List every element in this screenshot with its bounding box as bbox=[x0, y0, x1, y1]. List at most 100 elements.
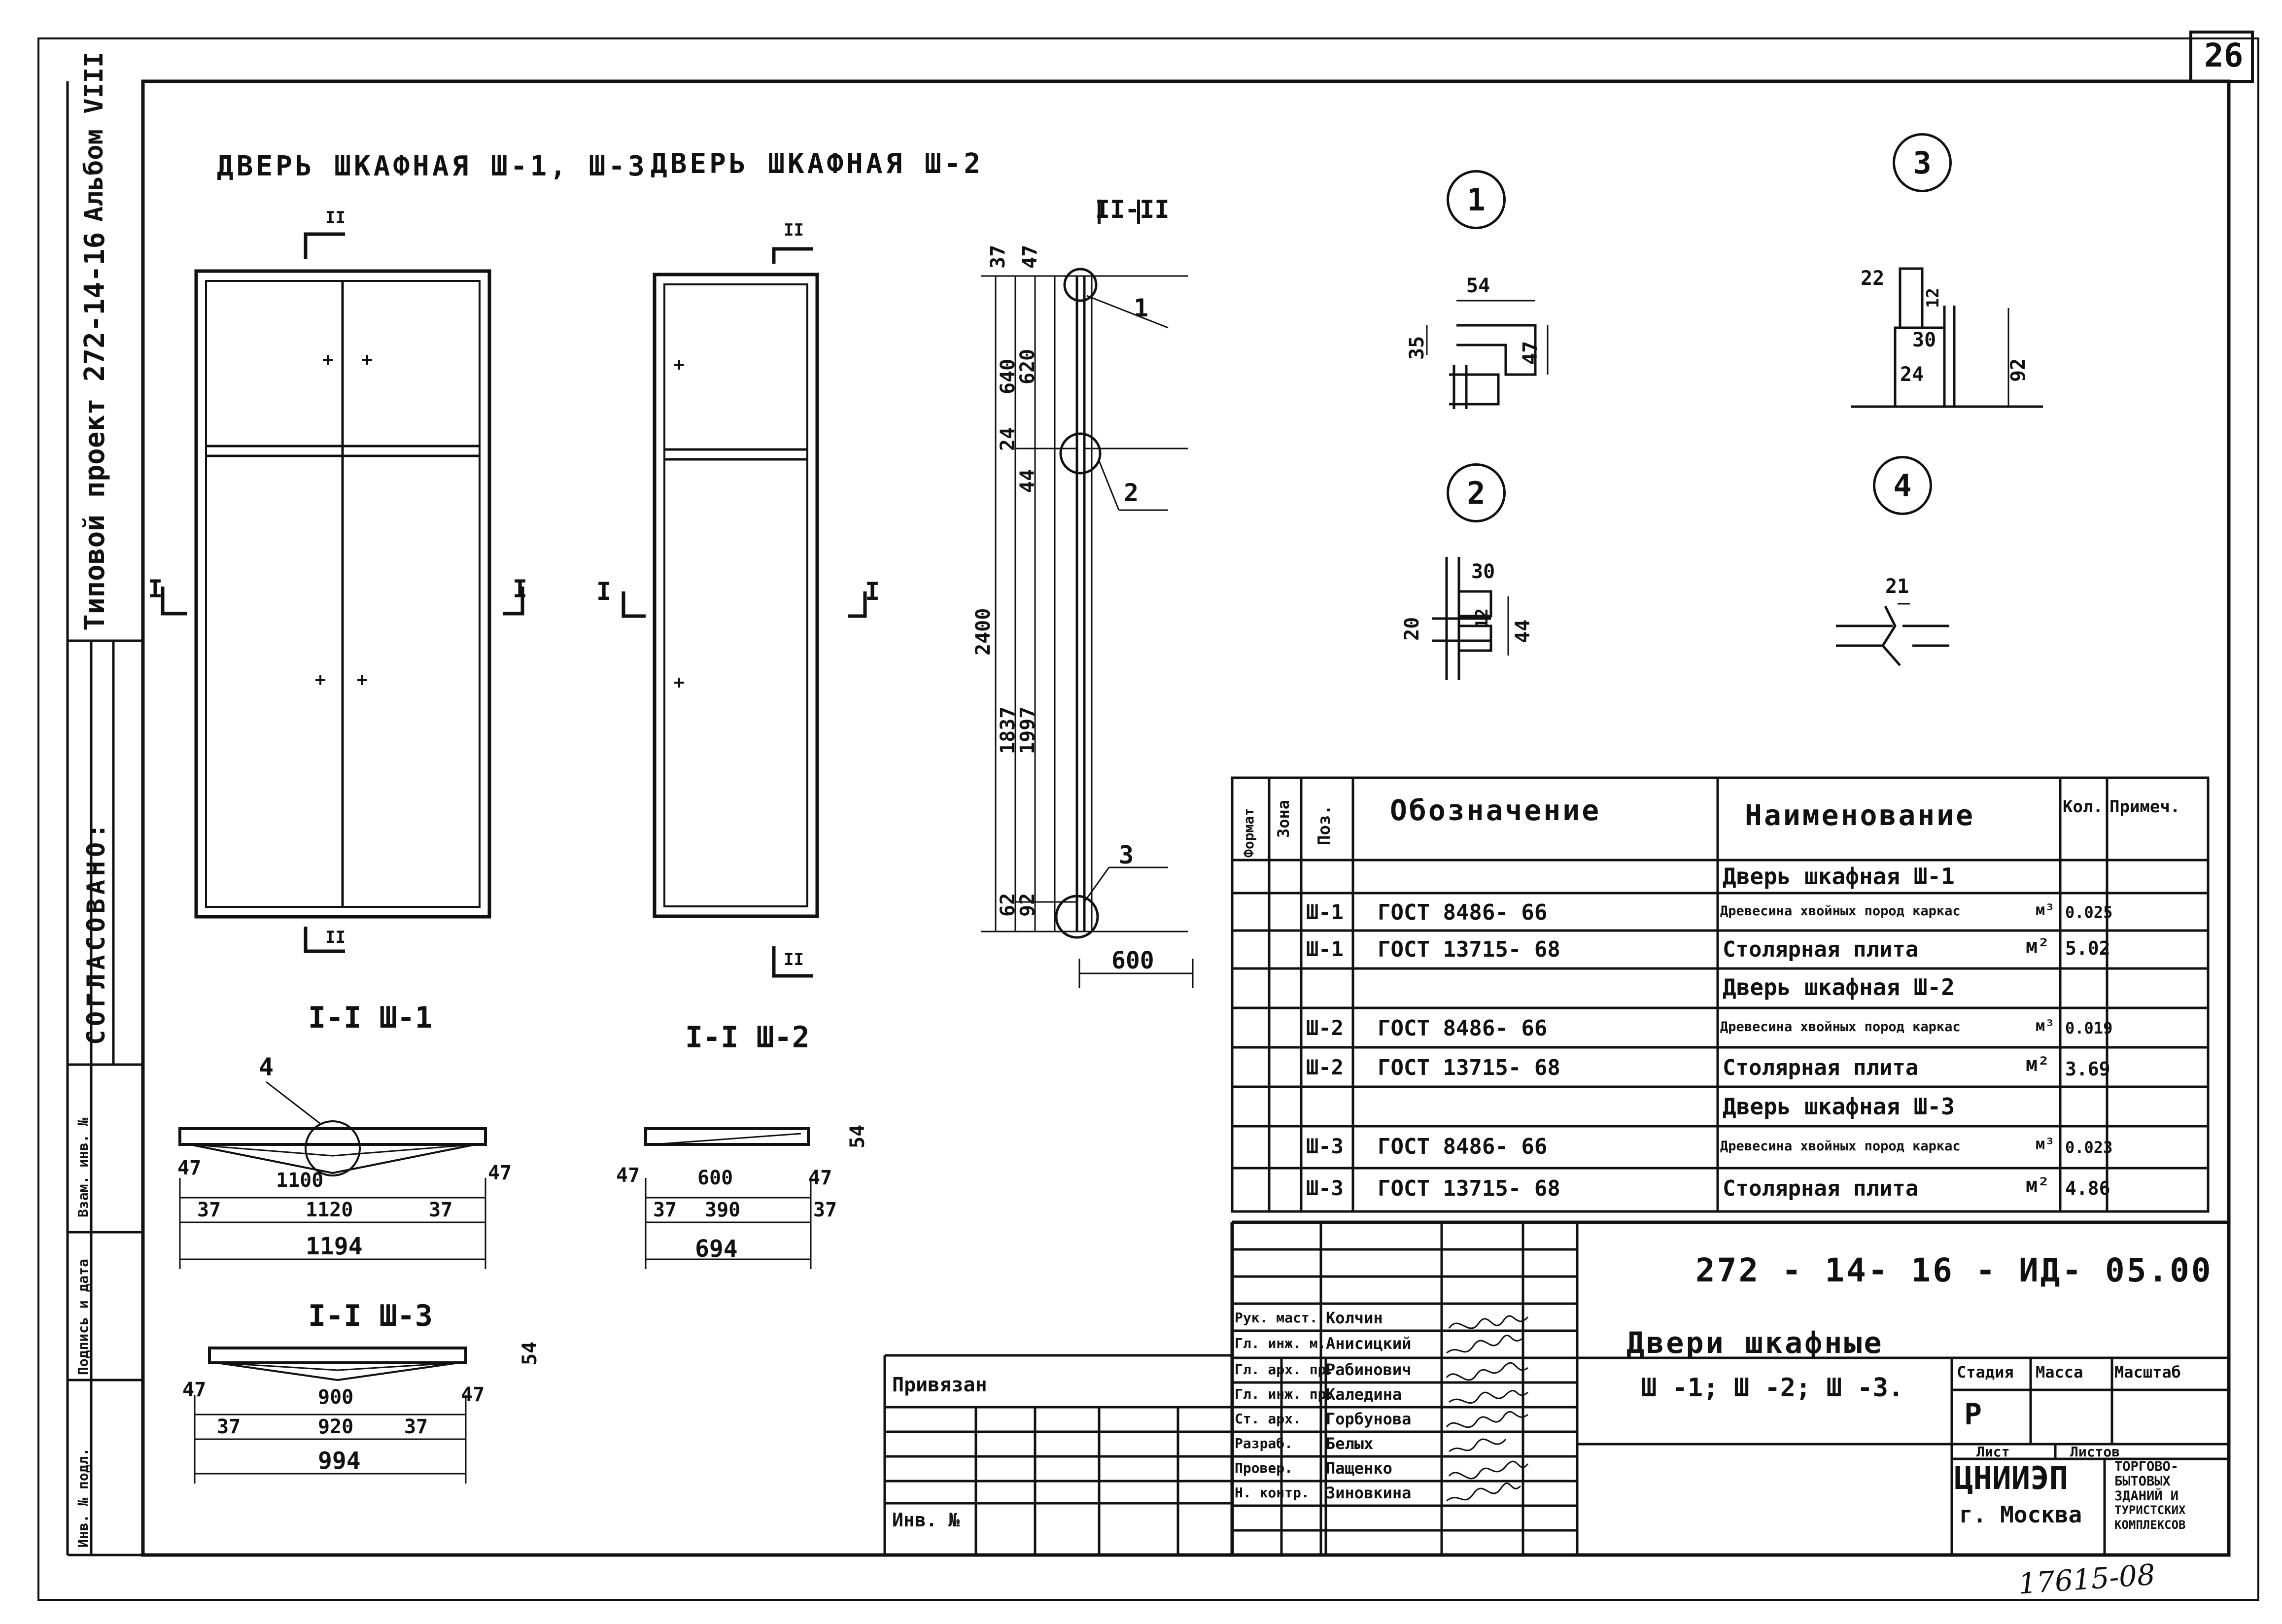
sheets-label: Листов bbox=[2070, 1444, 2120, 1460]
scale-label: Масштаб bbox=[2114, 1363, 2181, 1382]
dim-elev-37: 37 bbox=[987, 244, 1009, 269]
dim-s2-37b: 37 bbox=[813, 1199, 837, 1221]
row7-name: Древесина хвойных пород каркас bbox=[1720, 1139, 1961, 1154]
row5-unit: м² bbox=[2026, 1053, 2050, 1076]
doc-code: 272 - 14- 16 - ИД- 05.00 bbox=[1695, 1251, 2213, 1289]
dim-s1-47b: 47 bbox=[488, 1162, 512, 1184]
row2-designation: ГОСТ 13715- 68 bbox=[1378, 937, 1560, 962]
row5-qty: 3.69 bbox=[2065, 1058, 2110, 1080]
role-4: Ст. арх. bbox=[1235, 1411, 1301, 1427]
role-4-name: Горбунова bbox=[1326, 1410, 1412, 1428]
dim-elev-620: 620 bbox=[1016, 348, 1039, 384]
dim-s3-47a: 47 bbox=[182, 1379, 207, 1401]
mark-II-top-1: II bbox=[325, 208, 346, 228]
callout-1: 1 bbox=[1134, 294, 1149, 322]
row4-unit: м³ bbox=[2036, 1016, 2055, 1035]
org-name: ЦНИИЭП bbox=[1954, 1460, 2069, 1497]
row7-pos: Ш-3 bbox=[1306, 1134, 1344, 1158]
dim-s1-1194: 1194 bbox=[306, 1233, 363, 1260]
th-zone: Зона bbox=[1274, 799, 1293, 838]
mark-I-right-1: I bbox=[513, 575, 528, 603]
dim-s1-37b: 37 bbox=[429, 1199, 453, 1221]
detail-2-marker: 2 bbox=[1447, 463, 1506, 522]
dim-d2-12: 12 bbox=[1472, 608, 1492, 628]
role-0-name: Колчин bbox=[1326, 1309, 1383, 1327]
dim-elev-47: 47 bbox=[1019, 244, 1041, 269]
role-5: Разраб. bbox=[1235, 1435, 1293, 1451]
row8-pos: Ш-3 bbox=[1306, 1176, 1344, 1200]
row8-unit: м² bbox=[2026, 1174, 2050, 1197]
dim-s3-920: 920 bbox=[318, 1416, 354, 1438]
row4-pos: Ш-2 bbox=[1306, 1016, 1344, 1040]
doc-title-line1: Двери шкафные bbox=[1626, 1326, 1884, 1360]
handwritten-ref: 17615-08 bbox=[2017, 1557, 2156, 1601]
mark-I-right-2: I bbox=[865, 577, 880, 606]
role-3: Гл. инж. пр. bbox=[1235, 1386, 1335, 1402]
row8-qty: 4.86 bbox=[2065, 1177, 2110, 1199]
row1-qty: 0.025 bbox=[2065, 903, 2113, 922]
stamp-inv-podl: Инв. № подл. bbox=[75, 1448, 91, 1548]
role-1: Гл. инж. м. bbox=[1235, 1335, 1326, 1351]
dim-s3-37b: 37 bbox=[404, 1416, 428, 1438]
dim-s2-600: 600 bbox=[697, 1167, 733, 1189]
signatures bbox=[1446, 1315, 1529, 1502]
org-dept-3: ТУРИСТСКИХ bbox=[2114, 1503, 2186, 1517]
mark-I-left-1: I bbox=[148, 575, 163, 603]
stage-value: Р bbox=[1964, 1397, 1982, 1432]
dim-elev-width-600: 600 bbox=[1111, 947, 1154, 974]
dim-d4-21: 21 bbox=[1885, 575, 1909, 598]
org-dept-1: БЫТОВЫХ bbox=[2114, 1474, 2171, 1489]
org-city: г. Москва bbox=[1959, 1501, 2082, 1528]
inv-no-label: Инв. № bbox=[892, 1509, 960, 1531]
detail-2-drawing bbox=[1432, 557, 1509, 680]
row5-pos: Ш-2 bbox=[1306, 1055, 1344, 1079]
callout-3: 3 bbox=[1119, 841, 1134, 869]
th-designation: Обозначение bbox=[1390, 794, 1601, 827]
detail-3-number: 3 bbox=[1913, 144, 1932, 181]
dim-d2-20: 20 bbox=[1401, 617, 1423, 641]
row1-unit: м³ bbox=[2036, 900, 2055, 919]
dim-d2-30: 30 bbox=[1471, 560, 1495, 583]
dim-elev-62: 62 bbox=[997, 893, 1019, 917]
mass-label: Масса bbox=[2036, 1363, 2083, 1382]
dim-s2-47b: 47 bbox=[808, 1167, 832, 1189]
mark-II-top-2: II bbox=[784, 220, 804, 240]
inner-frame bbox=[141, 79, 2231, 1557]
door-sh1-elevation bbox=[161, 232, 524, 953]
row4-name: Древесина хвойных пород каркас bbox=[1720, 1019, 1961, 1035]
dim-d3-30: 30 bbox=[1912, 329, 1936, 351]
row2-pos: Ш-1 bbox=[1306, 937, 1344, 961]
stamp-sign-date: Подпись и дата bbox=[75, 1258, 91, 1375]
dim-s1-37a: 37 bbox=[197, 1199, 221, 1221]
dim-s2-54: 54 bbox=[846, 1124, 869, 1148]
dim-d3-24: 24 bbox=[1900, 363, 1924, 386]
dim-elev-1997: 1997 bbox=[1016, 706, 1039, 754]
section-II-II bbox=[981, 200, 1194, 988]
dim-s2-47a: 47 bbox=[616, 1164, 640, 1187]
detail-4-drawing bbox=[1836, 603, 1949, 666]
role-6: Провер. bbox=[1235, 1460, 1293, 1476]
dim-s3-994: 994 bbox=[318, 1447, 361, 1475]
section-I-I-sh1 bbox=[178, 1081, 487, 1269]
row8-name: Столярная плита bbox=[1723, 1176, 1919, 1201]
door-sh2-elevation bbox=[622, 247, 867, 978]
mark-II-bottom-1: II bbox=[325, 928, 346, 947]
title-section-I-sh2: I-I Ш-2 bbox=[685, 1020, 810, 1055]
detail-2-number: 2 bbox=[1467, 475, 1486, 511]
stamp-vzam-inv: Взам. инв. № bbox=[75, 1117, 91, 1217]
sheet-label: Лист bbox=[1976, 1444, 2010, 1460]
dim-d1-54: 54 bbox=[1466, 275, 1490, 297]
left-strip bbox=[66, 81, 143, 1556]
title-section-II-II: II-II bbox=[1095, 195, 1170, 224]
row4-qty: 0.019 bbox=[2065, 1019, 2113, 1037]
org-dept-2: ЗДАНИЙ И bbox=[2114, 1488, 2179, 1504]
dim-d3-92: 92 bbox=[2007, 358, 2030, 382]
dim-d3-22: 22 bbox=[1861, 267, 1885, 290]
dim-elev-2400: 2400 bbox=[972, 608, 995, 656]
doc-title-line2: Ш -1; Ш -2; Ш -3. bbox=[1641, 1373, 1904, 1403]
album-label: Альбом VIII bbox=[79, 52, 109, 222]
sheet-number-box bbox=[2189, 31, 2254, 83]
outer-border bbox=[37, 37, 2259, 1601]
row6-name: Дверь шкафная Ш-3 bbox=[1723, 1093, 1955, 1120]
detail-4-marker: 4 bbox=[1873, 456, 1932, 515]
